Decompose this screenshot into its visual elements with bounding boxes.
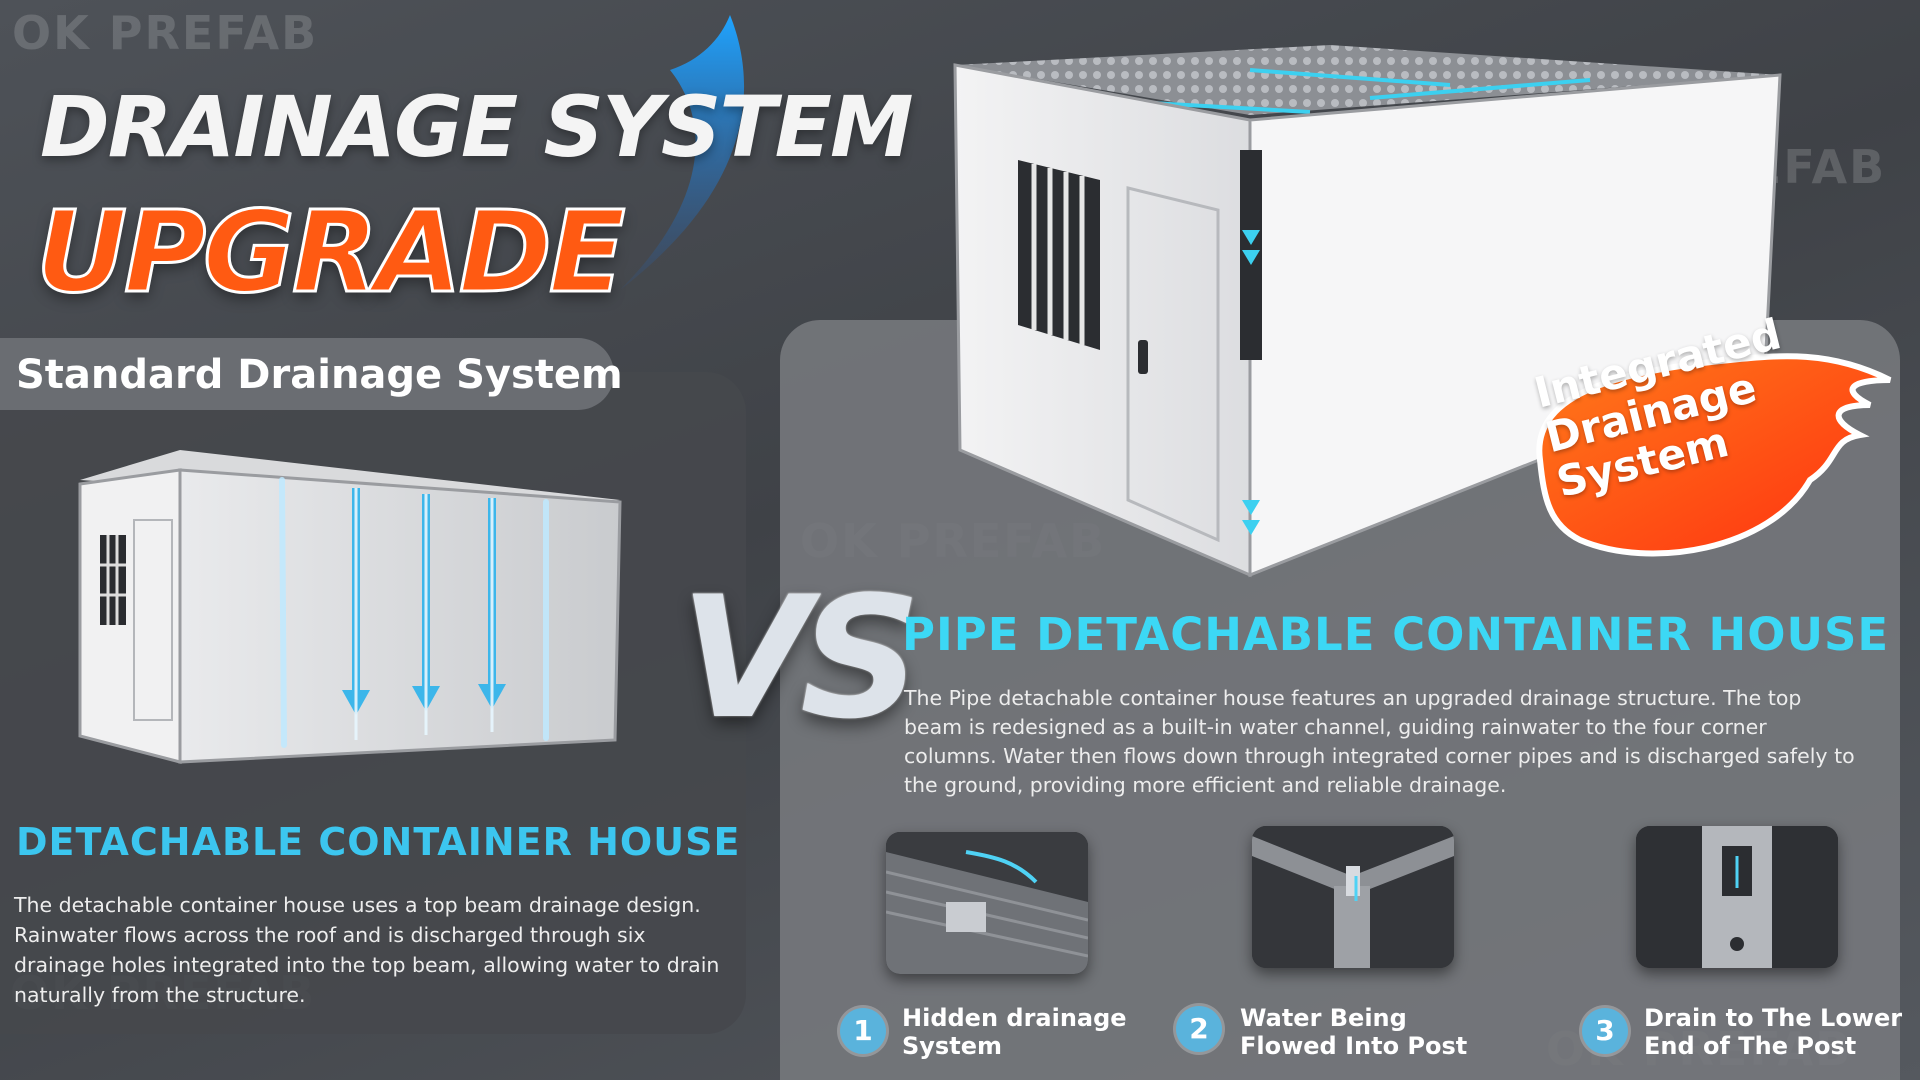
pipe-container-illustration — [953, 45, 1782, 578]
flame-badge-icon — [1536, 353, 1892, 557]
versus-label: VS — [680, 560, 921, 756]
step-3-label: Drain to The Lower End of The Post — [1644, 1004, 1903, 1060]
step-3-number: 3 — [1582, 1008, 1628, 1054]
headline-drainage-system: DRAINAGE SYSTEM — [40, 78, 914, 176]
headline-upgrade: UPGRADE — [34, 187, 626, 320]
section-label: Standard Drainage System — [16, 352, 623, 398]
right-product-title: PIPE DETACHABLE CONTAINER HOUSE — [902, 608, 1890, 661]
watermark-top-left: OK PREFAB — [12, 6, 319, 60]
section-label-pill — [0, 338, 614, 410]
step-2-label: Water Being Flowed Into Post — [1240, 1004, 1468, 1060]
step-1-thumbnail — [886, 832, 1088, 974]
right-product-description: The Pipe detachable container house feat… — [904, 686, 1855, 797]
step-1-label: Hidden drainage System — [902, 1004, 1127, 1060]
left-product-title: DETACHABLE CONTAINER HOUSE — [16, 820, 741, 864]
detachable-container-illustration — [78, 450, 622, 764]
water-swoosh-icon — [620, 15, 745, 290]
step-1-number: 1 — [840, 1008, 886, 1054]
step-2-thumbnail — [1252, 826, 1454, 968]
step-3-thumbnail — [1636, 826, 1838, 968]
left-product-description: The detachable container house uses a to… — [14, 893, 720, 1007]
step-2-number: 2 — [1176, 1006, 1222, 1052]
